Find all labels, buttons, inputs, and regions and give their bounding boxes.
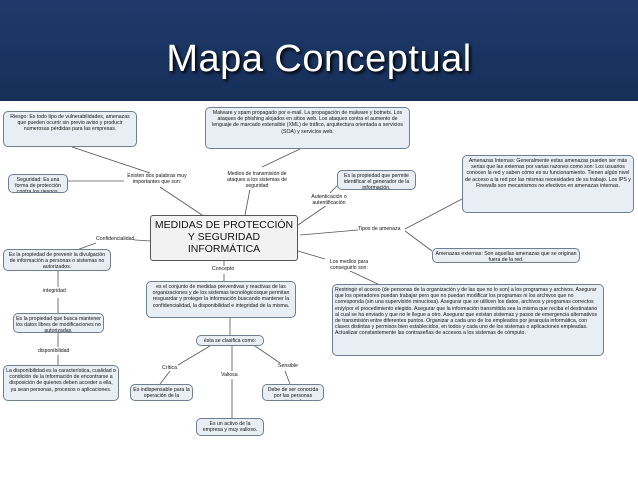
label-critica: Crítica (162, 365, 177, 372)
node-malware: Malware y spam propagado por e-mail. La … (205, 107, 410, 149)
label-autenticacion: Autenticación o autentificación (302, 194, 356, 207)
central-topic: MEDIDAS DE PROTECCIÓN Y SEGURIDAD INFORM… (150, 215, 298, 261)
label-valiosa: Valiosa (221, 372, 238, 379)
node-critica: Es indispensable para la operación de la… (130, 384, 193, 401)
node-sensible: Debe de ser conocida por las personas au… (262, 384, 324, 401)
label-medios-seguridad: Los medios para conseguirlo son: (325, 259, 373, 272)
node-clasifica: ésta se clasifica como: (196, 335, 264, 346)
label-concepto: Concepto (212, 266, 235, 273)
slide-title: Mapa Conceptual (166, 38, 472, 80)
label-disponibilidad: disponibilidad (38, 348, 70, 355)
node-medidas: Restringir el acceso (de personas de la … (332, 284, 604, 356)
label-confidencialidad: Confidencialidad (96, 236, 135, 243)
concept-map: Riesgo: Es todo tipo de vulnerabilidades… (0, 101, 638, 479)
node-autenticacion: Es la propiedad que permite identificar … (337, 170, 416, 190)
node-seguridad: Seguridad: Es una forma de protección co… (8, 174, 68, 193)
node-integridad: Es la propiedad que busca mantener los d… (13, 313, 104, 333)
label-tipos: Tipos de amenaza (358, 226, 401, 233)
node-riesgo: Riesgo: Es todo tipo de vulnerabilidades… (3, 111, 137, 147)
connector-layer (57, 146, 463, 418)
label-integridad: integridad (43, 288, 66, 295)
node-amenazas-externas: Amenazas externas: Son aquellas amenazas… (432, 248, 580, 263)
node-valiosa: Es un activo de la empresa y muy valioso… (196, 418, 264, 436)
label-medios: Medios de transmisión de ataques a los s… (222, 171, 292, 190)
node-concepto: es el conjunto de medidas preventivas y … (146, 281, 296, 318)
node-confidencialidad: Es la propiedad de prevenir la divulgaci… (3, 249, 111, 271)
node-amenazas-internas: Amenazas Internas: Generalmente estas am… (462, 155, 634, 213)
node-disponibilidad: La disponibilidad es la característica, … (3, 365, 119, 401)
label-sensible: Sensible (278, 363, 298, 370)
label-palabras: Existen dos palabras muy importantes que… (124, 173, 190, 186)
